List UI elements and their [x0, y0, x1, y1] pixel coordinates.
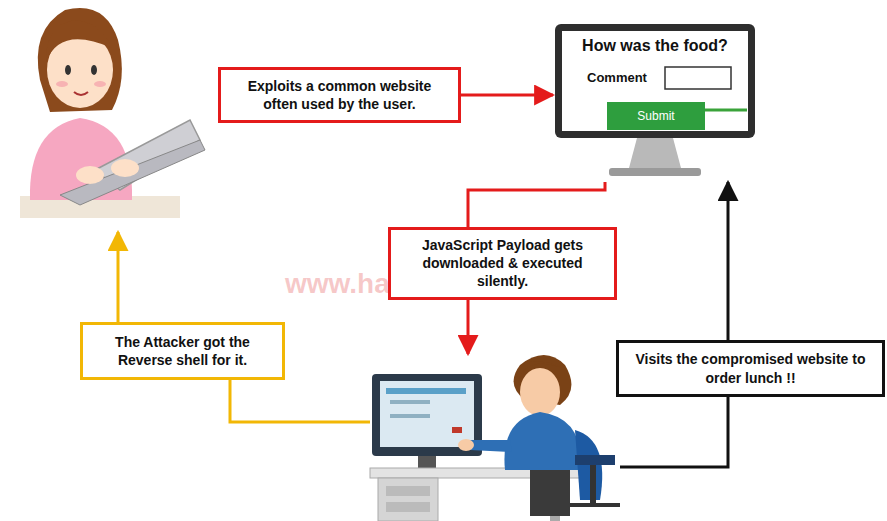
connector-arrow — [461, 94, 553, 97]
visit-wire — [620, 397, 728, 467]
callout-box: The Attacker got the Reverse shell for i… — [80, 322, 285, 380]
button-label: Submit — [637, 109, 674, 123]
website-monitor: How was the food? CommentSubmit — [553, 22, 757, 182]
submit-button: Submit — [607, 102, 705, 130]
connector-arrow — [468, 182, 605, 227]
shell-arrow — [117, 232, 120, 322]
payload-arrow — [467, 297, 470, 354]
connector-arrow — [727, 182, 730, 340]
field-label: Comment — [587, 70, 647, 87]
callout-box: Visits the compromised website to order … — [616, 340, 885, 397]
callout-text: The Attacker got the Reverse shell for i… — [93, 333, 272, 369]
callout-box: Exploits a common website often used by … — [218, 67, 461, 123]
callout-text: JavaScript Payload gets downloaded & exe… — [401, 236, 604, 291]
callout-text: Exploits a common website often used by … — [231, 77, 448, 113]
form-title: How was the food? — [562, 36, 748, 57]
callout-box: JavaScript Payload gets downloaded & exe… — [388, 227, 617, 300]
callout-text: Visits the compromised website to order … — [629, 350, 872, 386]
attacker-figure — [370, 355, 620, 521]
user-figure — [20, 8, 205, 218]
shell-wire — [230, 380, 370, 422]
